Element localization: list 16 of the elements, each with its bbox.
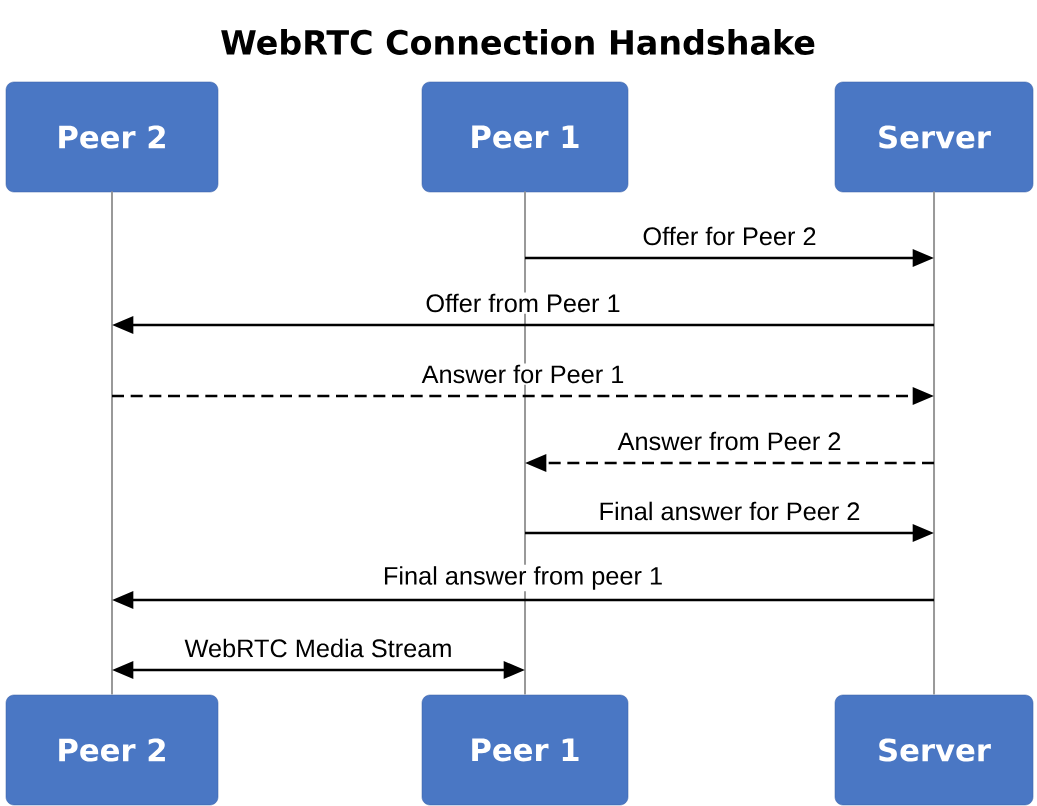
edge-label: Final answer for Peer 2: [597, 500, 862, 522]
title: WebRTC Connection Handshake: [221, 29, 815, 55]
edge-label: Answer from Peer 2: [616, 430, 843, 452]
edge-label: Offer from Peer 1: [424, 292, 622, 314]
participant-box: Peer 1: [421, 81, 629, 193]
edge-label: Answer for Peer 1: [420, 363, 626, 385]
participant-box: Peer 2: [5, 694, 219, 806]
edge-label: Final answer from peer 1: [381, 564, 665, 592]
edge-label: Offer for Peer 2: [641, 225, 818, 247]
participant-box: Server: [834, 81, 1034, 193]
participant-box: Peer 1: [421, 694, 629, 806]
lifeline: [933, 191, 935, 695]
participant-box: Server: [834, 694, 1034, 806]
participant-box: Peer 2: [5, 81, 219, 193]
lifeline: [111, 191, 113, 695]
edge-label: WebRTC Media Stream: [183, 637, 454, 659]
